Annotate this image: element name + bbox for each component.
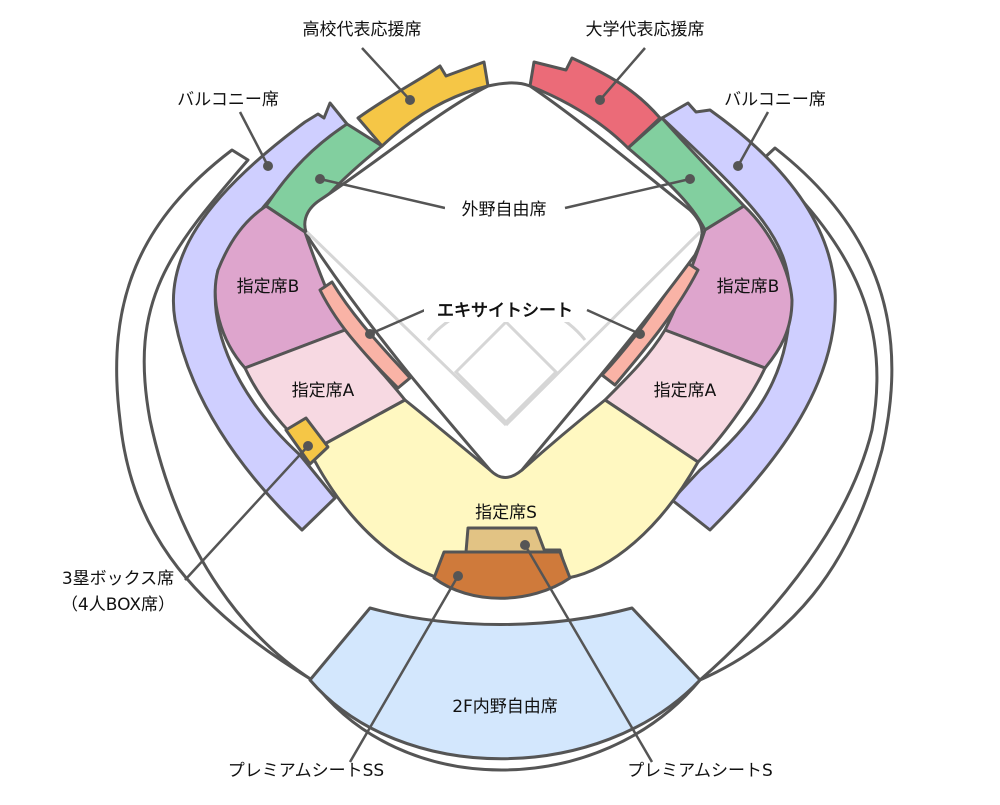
label-reserved-b-left: 指定席B (237, 277, 300, 297)
foul-line-right (504, 230, 702, 427)
dot-excite-right (635, 329, 645, 339)
leader-lines (184, 47, 770, 763)
label-premium-s: プレミアムシートS (627, 761, 773, 781)
section-reserved-b-left[interactable] (213, 204, 347, 370)
dot-high-school (405, 95, 415, 105)
label-outfield-free: 外野自由席 (462, 200, 547, 220)
outfield-label-bg (445, 195, 563, 221)
leader-balcony-left (238, 111, 270, 167)
leader-excite-right (586, 308, 641, 336)
dot-balcony-right (733, 161, 743, 171)
outer-ring (115, 146, 894, 772)
label-high-school-cheer: 高校代表応援席 (303, 20, 422, 40)
section-excite-left[interactable] (318, 280, 412, 390)
dot-university (595, 95, 605, 105)
leader-university (599, 47, 646, 101)
label-second-floor-free: 2F内野自由席 (452, 697, 558, 717)
leader-box-seat (184, 445, 309, 581)
leader-premium-ss (348, 575, 460, 763)
label-balcony-right: バルコニー席 (724, 90, 826, 110)
label-excite-seat: エキサイトシート (437, 301, 573, 321)
labels: 高校代表応援席 大学代表応援席 バルコニー席 バルコニー席 外野自由席 指定席B… (61, 20, 826, 781)
playing-field (303, 81, 704, 479)
leader-high-school (361, 47, 411, 101)
leader-outfield-left (319, 177, 446, 210)
label-premium-ss: プレミアムシートSS (228, 761, 384, 781)
section-balcony-right[interactable] (660, 101, 837, 532)
label-reserved-a-right: 指定席A (654, 381, 717, 401)
infield-diamond (453, 319, 559, 425)
dot-outfield-left (315, 174, 325, 184)
label-reserved-a-left: 指定席A (292, 381, 355, 401)
dot-excite-left (365, 329, 375, 339)
dot-box-seat (303, 441, 313, 451)
dot-premium-ss (453, 571, 463, 581)
leader-excite-left (369, 308, 426, 336)
dot-balcony-left (263, 161, 273, 171)
dot-outfield-right (685, 174, 695, 184)
leader-premium-s (523, 544, 654, 763)
leader-outfield-right (564, 177, 691, 210)
label-university-cheer: 大学代表応援席 (586, 20, 705, 40)
label-reserved-b-right: 指定席B (717, 277, 780, 297)
section-university-cheer[interactable] (528, 56, 662, 150)
label-balcony-left: バルコニー席 (177, 90, 279, 110)
label-box-seat-line1: 3塁ボックス席 (62, 569, 174, 589)
foul-line-left (305, 230, 508, 427)
leader-dots (263, 95, 743, 581)
excite-label-bg (424, 296, 586, 322)
leader-balcony-right (736, 111, 770, 167)
dot-premium-s (520, 540, 530, 550)
section-second-floor-free[interactable] (308, 606, 702, 761)
label-box-seat-line2: （4人BOX席） (61, 595, 175, 615)
section-premium-s[interactable] (464, 526, 547, 554)
label-reserved-s: 指定席S (475, 503, 537, 523)
